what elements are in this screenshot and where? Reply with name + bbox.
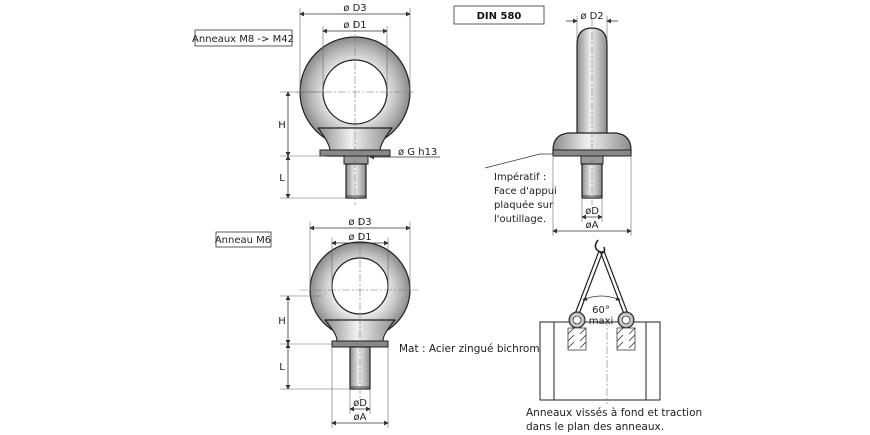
- standard-title: DIN 580: [477, 11, 522, 22]
- small-d1-label: ø D1: [348, 232, 371, 243]
- side-a-label: øA: [586, 220, 599, 231]
- large-g-label: ø G h13: [398, 147, 437, 158]
- side-d2-label: ø D2: [580, 11, 603, 22]
- large-ring-caption: Anneaux M8 -> M42: [192, 34, 294, 45]
- small-d-label: øD: [353, 398, 367, 409]
- usage-diagram: 60° maxi Anneaux vissés à fond et tracti…: [526, 239, 702, 433]
- side-note-line-1: Impératif :: [494, 171, 546, 183]
- usage-note-line-1: Anneaux vissés à fond et traction: [526, 407, 702, 419]
- large-eye-bolt: Anneaux M8 -> M42 ø D3 ø D1 H L: [192, 3, 440, 205]
- large-h-label: H: [278, 120, 286, 131]
- small-eye-bolt: Anneau M6 ø D3 ø D1 H L øD: [215, 217, 418, 428]
- large-l-label: L: [279, 173, 285, 184]
- angle-label: maxi: [589, 316, 614, 327]
- small-a-label: øA: [354, 412, 367, 423]
- small-ring-caption: Anneau M6: [215, 235, 271, 246]
- angle-value: 60°: [592, 305, 610, 316]
- standard-title-box: DIN 580: [453, 5, 545, 25]
- small-d3-label: ø D3: [348, 217, 371, 228]
- material-note: Mat : Acier zingué bichromaté: [399, 343, 557, 355]
- small-h-label: H: [278, 316, 286, 327]
- side-note-line-3: plaquée sur: [494, 199, 554, 211]
- small-l-label: L: [279, 362, 285, 373]
- large-d1-label: ø D1: [343, 20, 366, 31]
- side-d-label: øD: [585, 206, 599, 217]
- side-note-line-4: l'outillage.: [494, 214, 546, 225]
- usage-note-line-2: dans le plan des anneaux.: [526, 421, 664, 433]
- side-view-eye-bolt: ø D2 øD øA Impératif : Face d'appui plaq…: [484, 11, 632, 236]
- side-note-line-2: Face d'appui: [494, 186, 557, 197]
- large-d3-label: ø D3: [343, 3, 366, 14]
